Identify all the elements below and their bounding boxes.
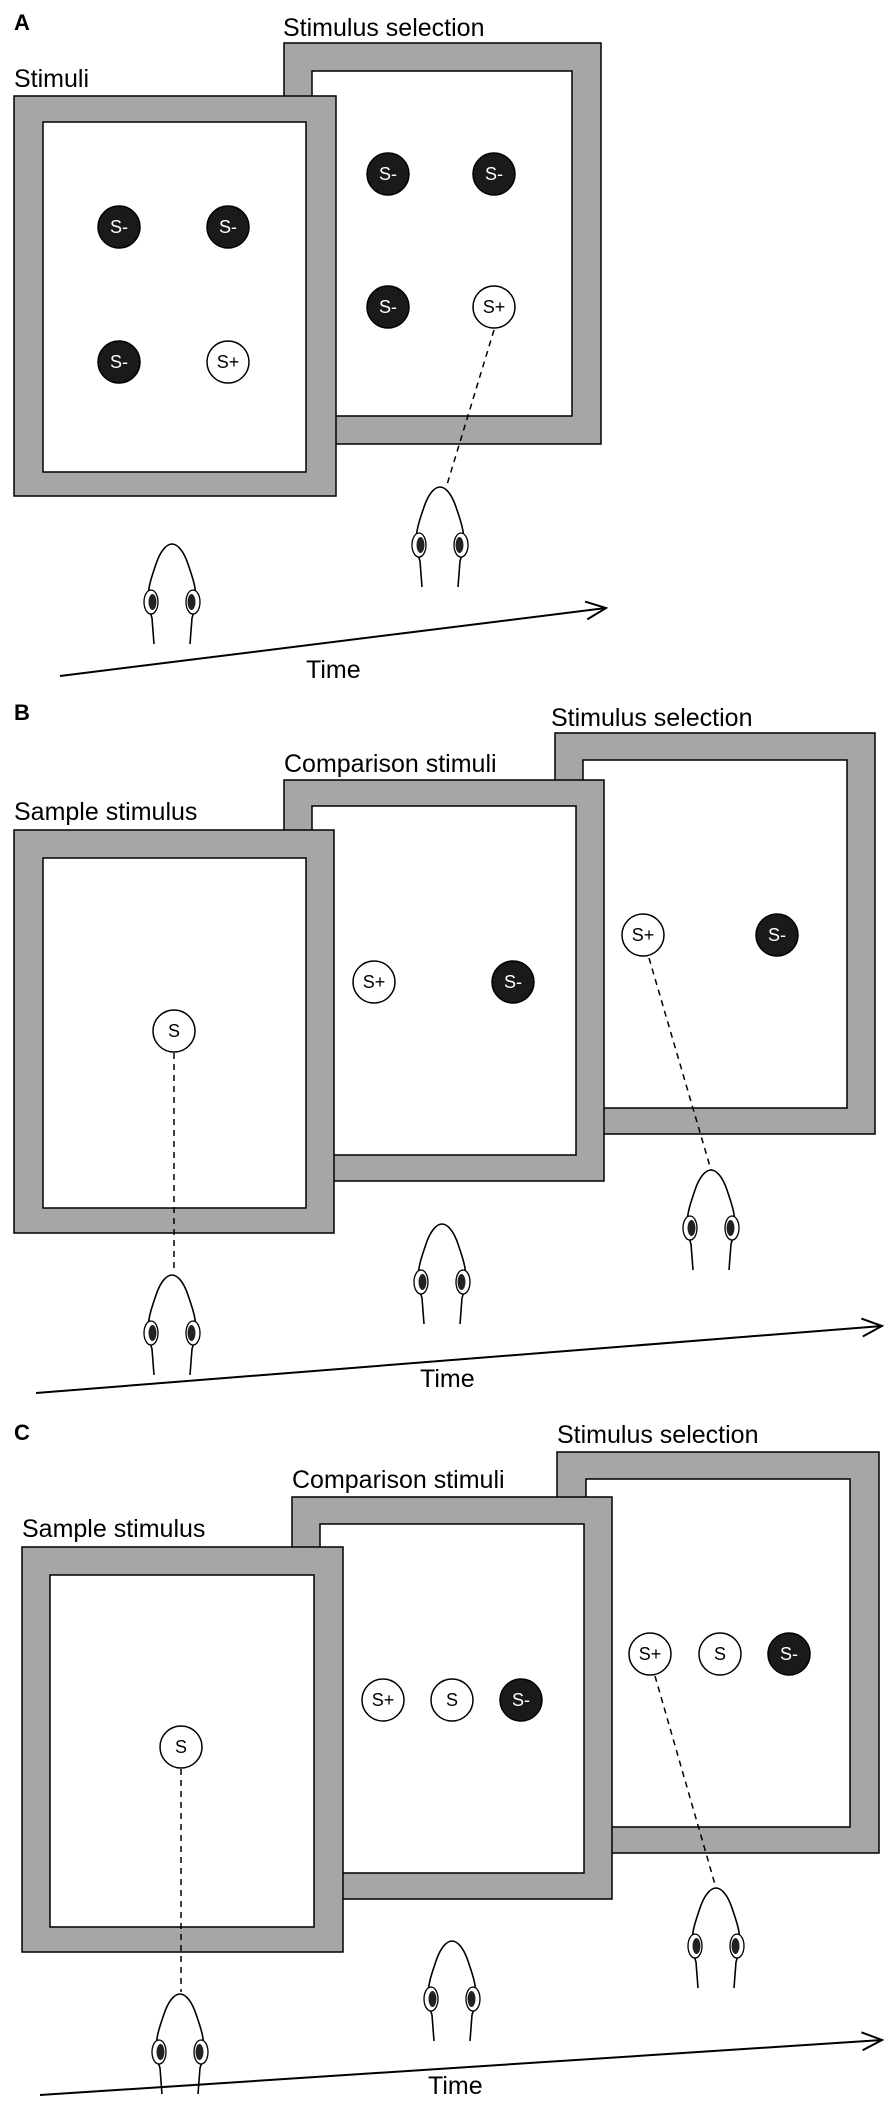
- lizard-pupil-icon: [416, 537, 425, 553]
- svg-text:S: S: [714, 1644, 726, 1664]
- frame-comparison-stimuli: Comparison stimuli S+ S S-: [291, 1466, 613, 1900]
- frame-label: Sample stimulus: [22, 1515, 205, 1543]
- monitor-screen: [311, 70, 573, 417]
- stimulus-negative: S-: [472, 152, 516, 196]
- stimulus-negative: S-: [491, 960, 535, 1004]
- lizard-pupil-icon: [731, 1938, 740, 1954]
- stimulus-sample: S: [430, 1678, 474, 1722]
- stimulus-negative: S-: [366, 285, 410, 329]
- svg-text:S: S: [168, 1021, 180, 1041]
- svg-text:S+: S+: [363, 972, 386, 992]
- lizard-pupil-icon: [418, 1274, 427, 1290]
- panel-a: A Stimulus selection S- S- S- S+ Stimuli…: [13, 10, 606, 684]
- lizard-head-icon: [687, 1887, 745, 1989]
- lizard-head-icon: [143, 543, 201, 645]
- time-label: Time: [306, 656, 361, 684]
- lizard-head-icon: [143, 1274, 201, 1376]
- lizard-pupil-icon: [187, 594, 196, 610]
- svg-text:S-: S-: [379, 297, 397, 317]
- lizard-pupil-icon: [195, 2044, 204, 2060]
- stimulus-negative: S-: [499, 1678, 543, 1722]
- stimulus-negative: S-: [366, 152, 410, 196]
- lizard-head-icon: [682, 1169, 740, 1271]
- lizard-pupil-icon: [148, 594, 157, 610]
- stimulus-negative: S-: [206, 205, 250, 249]
- svg-text:S: S: [446, 1690, 458, 1710]
- frame-stimulus-selection: Stimulus selection S+ S-: [551, 704, 876, 1135]
- lizard-head-icon: [151, 1993, 209, 2095]
- svg-text:S+: S+: [372, 1690, 395, 1710]
- monitor-screen: [311, 805, 577, 1156]
- svg-text:S-: S-: [768, 925, 786, 945]
- stimulus-positive: S+: [628, 1632, 672, 1676]
- stimulus-sample: S: [159, 1725, 203, 1769]
- time-label: Time: [420, 1365, 475, 1393]
- svg-text:S-: S-: [485, 164, 503, 184]
- lizard-head-icon: [411, 486, 469, 588]
- svg-text:S-: S-: [379, 164, 397, 184]
- panel-c: C Stimulus selection S+ S S- Comparison …: [14, 1420, 882, 2100]
- time-arrow: [39, 2040, 882, 2096]
- panel-label: B: [14, 700, 30, 725]
- lizard-pupil-icon: [467, 1991, 476, 2007]
- frame-label: Stimulus selection: [557, 1421, 758, 1449]
- frame-label: Comparison stimuli: [292, 1466, 505, 1494]
- frame-label: Sample stimulus: [14, 798, 197, 826]
- svg-text:S-: S-: [110, 217, 128, 237]
- lizard-pupil-icon: [156, 2044, 165, 2060]
- frame-label: Stimulus selection: [283, 14, 484, 42]
- svg-text:S-: S-: [780, 1644, 798, 1664]
- frame-label: Stimulus selection: [551, 704, 752, 732]
- monitor-screen: [42, 121, 307, 473]
- frame-comparison-stimuli: Comparison stimuli S+ S-: [283, 750, 605, 1182]
- stimulus-sample: S: [698, 1632, 742, 1676]
- stimulus-positive: S+: [472, 285, 516, 329]
- svg-text:S-: S-: [219, 217, 237, 237]
- frame-sample-stimulus: Sample stimulus S: [21, 1515, 344, 1953]
- frame-label: Comparison stimuli: [284, 750, 497, 778]
- lizard-pupil-icon: [148, 1325, 157, 1341]
- frame-stimuli: Stimuli S- S- S- S+: [13, 65, 337, 497]
- stimulus-positive: S+: [361, 1678, 405, 1722]
- stimulus-negative: S-: [97, 205, 141, 249]
- stimulus-negative: S-: [767, 1632, 811, 1676]
- stimulus-positive: S+: [621, 913, 665, 957]
- time-label: Time: [428, 2072, 483, 2100]
- svg-text:S+: S+: [632, 925, 655, 945]
- lizard-head-icon: [423, 1940, 481, 2042]
- frame-sample-stimulus: Sample stimulus S: [13, 798, 335, 1234]
- svg-text:S-: S-: [110, 352, 128, 372]
- lizard-pupil-icon: [428, 1991, 437, 2007]
- time-arrow: [35, 1326, 882, 1394]
- panel-label: C: [14, 1420, 30, 1445]
- lizard-head-icon: [413, 1223, 471, 1325]
- stimulus-positive: S+: [206, 340, 250, 384]
- lizard-pupil-icon: [457, 1274, 466, 1290]
- gaze-line: [648, 957, 712, 1171]
- lizard-pupil-icon: [187, 1325, 196, 1341]
- stimulus-negative: S-: [755, 913, 799, 957]
- svg-text:S-: S-: [504, 972, 522, 992]
- panel-b: B Stimulus selection S+ S- Comparison st…: [13, 700, 882, 1394]
- lizard-pupil-icon: [455, 537, 464, 553]
- stimulus-sample: S: [152, 1009, 196, 1053]
- svg-text:S-: S-: [512, 1690, 530, 1710]
- stimulus-negative: S-: [97, 340, 141, 384]
- lizard-pupil-icon: [687, 1220, 696, 1236]
- gaze-line: [654, 1675, 717, 1889]
- lizard-pupil-icon: [726, 1220, 735, 1236]
- frame-stimulus-selection: Stimulus selection S- S- S- S+: [283, 14, 602, 445]
- svg-text:S+: S+: [217, 352, 240, 372]
- time-arrow: [59, 608, 606, 677]
- frame-label: Stimuli: [14, 65, 89, 93]
- svg-text:S: S: [175, 1737, 187, 1757]
- gaze-line: [445, 329, 495, 489]
- lizard-pupil-icon: [692, 1938, 701, 1954]
- panel-label: A: [14, 10, 30, 35]
- stimulus-positive: S+: [352, 960, 396, 1004]
- svg-text:S+: S+: [483, 297, 506, 317]
- svg-text:S+: S+: [639, 1644, 662, 1664]
